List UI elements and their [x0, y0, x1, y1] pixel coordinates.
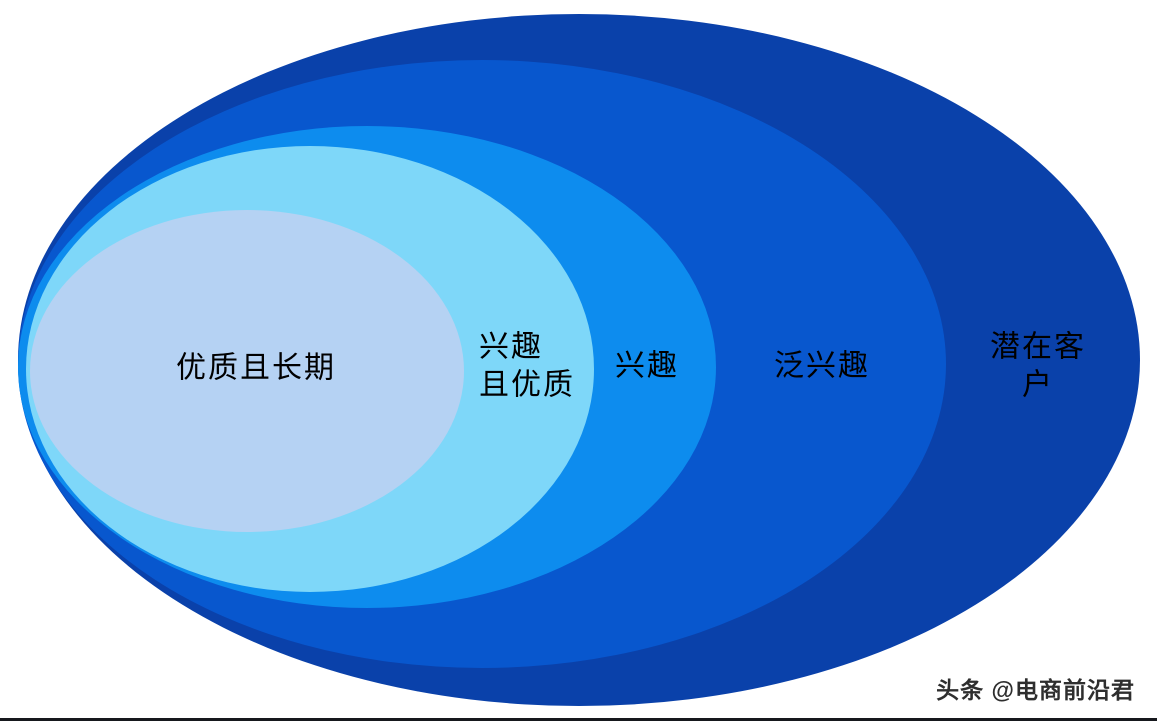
watermark: 头条 @电商前沿君	[936, 677, 1135, 703]
bottom-divider	[0, 718, 1157, 721]
label-broad-interest: 泛兴趣	[774, 349, 870, 383]
label-potential-customers: 潜在客户	[990, 330, 1086, 402]
label-interest: 兴趣	[615, 349, 679, 383]
ellipse-quality-and-longterm	[30, 210, 464, 532]
label-interest-and-quality: 兴趣 且优质	[479, 330, 575, 402]
label-quality-and-longterm: 优质且长期	[176, 351, 336, 385]
